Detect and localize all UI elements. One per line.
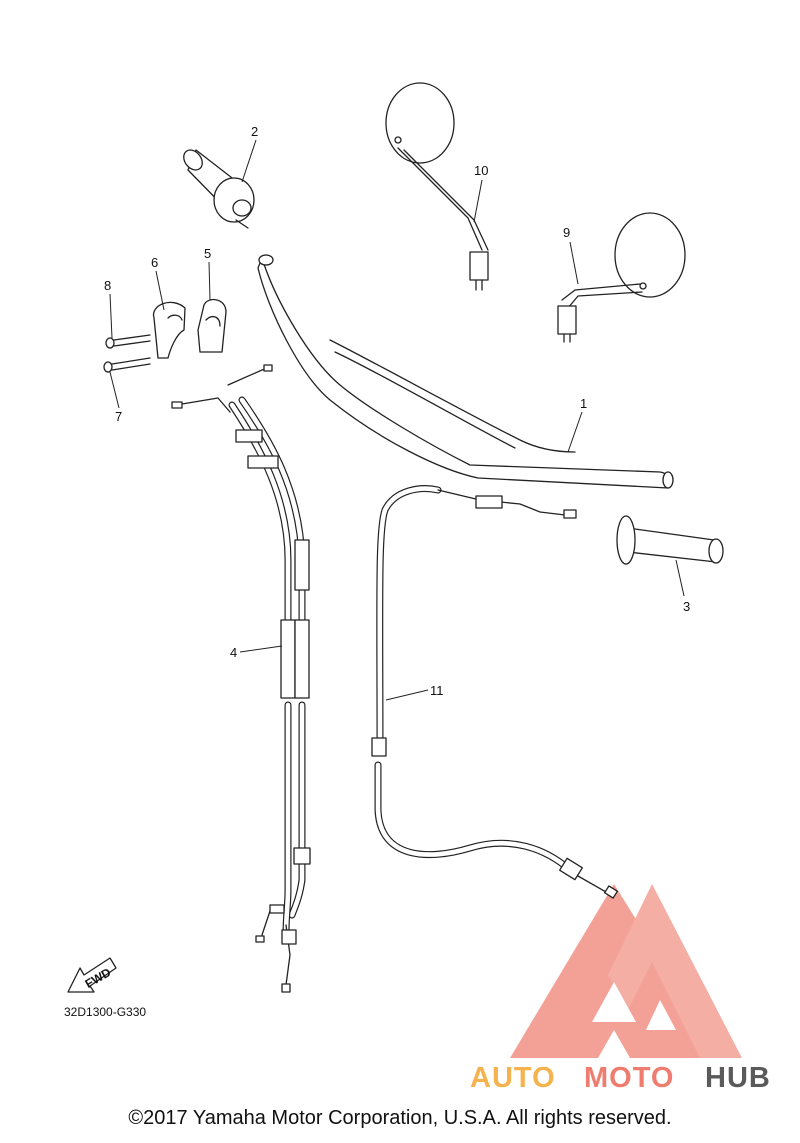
- clutch-cable: [371, 485, 619, 899]
- callout-5: 5: [204, 246, 211, 261]
- left-grip: [616, 515, 724, 565]
- watermark-text: AUTO MOTO HUB: [470, 1062, 771, 1094]
- handlebar: [257, 254, 674, 489]
- callout-8: 8: [104, 278, 111, 293]
- fwd-arrow-icon: FWD: [67, 957, 117, 993]
- automotohub-logo-icon: [510, 884, 742, 1058]
- throttle-cable-assembly: [171, 364, 311, 993]
- watermark-moto: MOTO: [584, 1062, 674, 1094]
- callout-3: 3: [683, 599, 690, 614]
- mirror-right: [385, 82, 489, 291]
- diagram-reference-code: 32D1300-G330: [64, 1005, 146, 1019]
- watermark-auto: AUTO: [470, 1062, 556, 1094]
- callout-2: 2: [251, 124, 258, 139]
- callout-11: 11: [430, 683, 444, 698]
- mirror-left: [557, 212, 686, 343]
- copyright-text: ©2017 Yamaha Motor Corporation, U.S.A. A…: [128, 1107, 671, 1129]
- callout-10: 10: [474, 163, 488, 178]
- watermark-hub: HUB: [705, 1062, 771, 1094]
- callout-6: 6: [151, 255, 158, 270]
- screw-7: [103, 357, 151, 373]
- callout-1: 1: [580, 396, 587, 411]
- throttle-housing-upper: [153, 301, 186, 359]
- screw-8: [105, 334, 151, 349]
- callout-7: 7: [115, 409, 122, 424]
- callout-9: 9: [563, 225, 570, 240]
- callout-4: 4: [230, 645, 237, 660]
- callouts: 1 2 3 4 5 6 7 8 9 10 11: [104, 124, 690, 701]
- throttle-grip: [183, 149, 255, 229]
- throttle-housing-lower: [197, 298, 227, 353]
